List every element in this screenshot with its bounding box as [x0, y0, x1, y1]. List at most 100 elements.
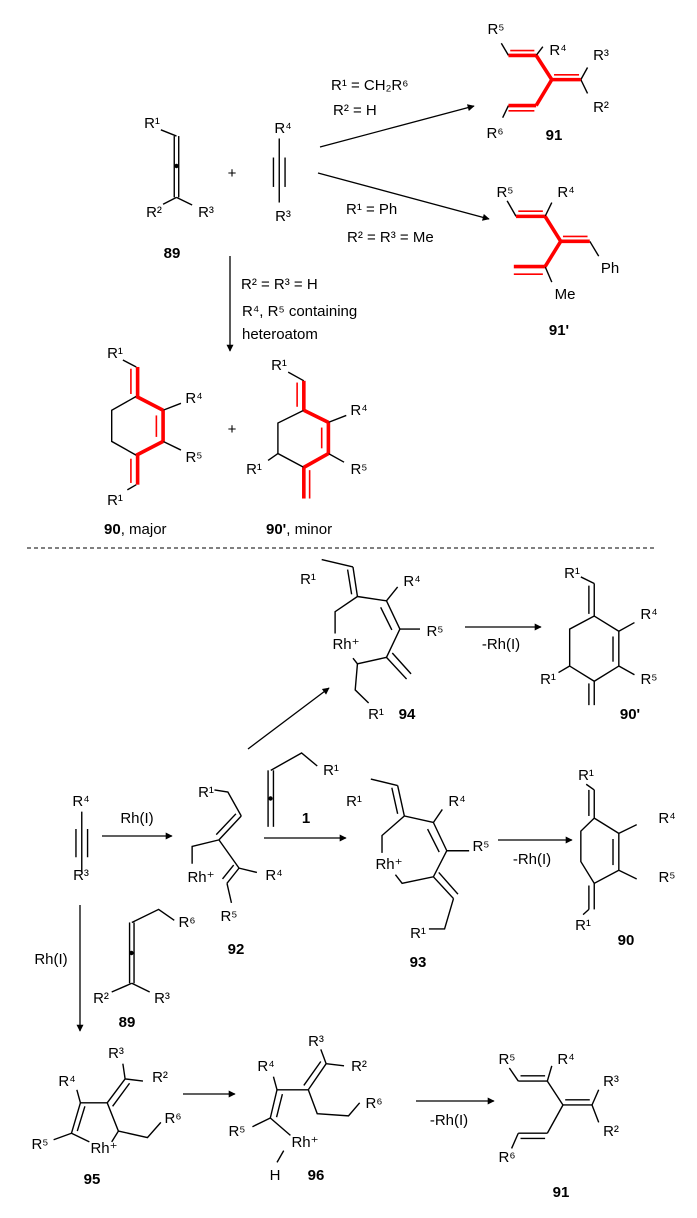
compound-label-95: 95 [84, 1171, 101, 1188]
alkyne-structure [273, 138, 285, 202]
p91-r5: R⁵ [487, 21, 504, 38]
i92-r5: R⁵ [220, 908, 237, 925]
compound-label-90-prime: 90' [266, 521, 286, 538]
p90-r4: R⁴ [185, 390, 202, 407]
product-90-prime-structure [268, 372, 346, 498]
b-alkyne-r4: R⁴ [72, 793, 89, 810]
condition-90-line2: R⁴, R⁵ containing [242, 303, 357, 320]
compound-label-94: 94 [399, 706, 416, 723]
compound-label-90-major: 90, major [104, 521, 167, 538]
b89-r2: R² [93, 990, 109, 1007]
b-alkyne-r3: R³ [73, 867, 89, 884]
major-note: , major [121, 521, 167, 538]
i95-r5: R⁵ [31, 1136, 48, 1153]
i92-r1: R¹ [198, 784, 214, 801]
p90-r1-top: R¹ [107, 345, 123, 362]
p90p-r4: R⁴ [350, 402, 367, 419]
compound-label-89-bottom: 89 [119, 1014, 136, 1031]
b90-r1-top: R¹ [578, 767, 594, 784]
compound-label-1: 1 [302, 810, 310, 827]
b91-r3: R³ [603, 1073, 619, 1090]
intermediate-95-structure [54, 1064, 161, 1142]
compound-label-92: 92 [228, 941, 245, 958]
condition-91p-line1: R¹ = Ph [346, 201, 397, 218]
allene-89-r3: R³ [198, 204, 214, 221]
arrow-to-91 [319, 104, 475, 148]
b90-r1-bottom: R¹ [575, 917, 591, 934]
p91-r3: R³ [593, 47, 609, 64]
allene-1-structure [268, 753, 317, 827]
p91-r6: R⁶ [486, 125, 503, 142]
i96-h: H [270, 1167, 281, 1184]
i93-r5: R⁵ [472, 838, 489, 855]
b91-r2: R² [603, 1123, 619, 1140]
b89-r3: R³ [154, 990, 170, 1007]
compound-label-91: 91 [546, 127, 563, 144]
i92-r4: R⁴ [265, 867, 282, 884]
i94-r1-top: R¹ [300, 571, 316, 588]
p91p-ph: Ph [601, 260, 619, 277]
i96-rh: Rh⁺ [291, 1134, 318, 1151]
i94-r1-bottom: R¹ [368, 706, 384, 723]
i95-r3: R³ [108, 1045, 124, 1062]
product-90-structure [112, 360, 181, 490]
p91p-r4: R⁴ [557, 184, 574, 201]
b90-r5: R⁵ [658, 869, 675, 886]
rh-catalyst-label-1: Rh(I) [120, 810, 153, 827]
compound-label-90-bottom: 90 [618, 932, 635, 949]
condition-91-line1: R¹ = CH₂R⁶ [331, 77, 408, 94]
alkyne-r4: R⁴ [274, 120, 291, 137]
rh-catalyst-label-2: Rh(I) [34, 951, 67, 968]
p91-r4: R⁴ [549, 42, 566, 59]
b90p-r5: R⁵ [640, 671, 657, 688]
product-91-structure [501, 43, 587, 117]
i94-rh: Rh⁺ [332, 636, 359, 653]
minor-note: , minor [286, 521, 332, 538]
condition-90-line3: heteroatom [242, 326, 318, 343]
condition-90-line1: R² = R³ = H [241, 276, 318, 293]
allene-center-dot [174, 163, 179, 169]
i96-r4: R⁴ [257, 1058, 274, 1075]
arrow-to-91-prime [317, 172, 490, 221]
compound-label-90-prime-bottom: 90' [620, 706, 640, 723]
intermediate-94-structure [322, 560, 420, 703]
b91-r5: R⁵ [498, 1051, 515, 1068]
b90p-r1-top: R¹ [564, 565, 580, 582]
plus-sign: + [228, 165, 237, 182]
i93-r1-bottom: R¹ [410, 925, 426, 942]
p90p-r1-top: R¹ [271, 357, 287, 374]
compound-label-89: 89 [164, 245, 181, 262]
condition-91p-line2: R² = R³ = Me [347, 229, 434, 246]
compound-label-91-prime: 91' [549, 322, 569, 339]
plus-sign-2: + [228, 421, 237, 438]
i96-r2: R² [351, 1058, 367, 1075]
allene-89-center-dot [129, 950, 134, 956]
compound-label-90-prime-minor: 90', minor [266, 521, 332, 538]
top-bonds [112, 43, 599, 498]
product-91-bottom-structure [509, 1066, 598, 1149]
p91p-r5: R⁵ [496, 184, 513, 201]
allene-1-r1: R¹ [323, 762, 339, 779]
bottom-bonds [54, 560, 637, 1163]
p90p-r1-bottom: R¹ [246, 461, 262, 478]
intermediate-96-structure [252, 1049, 359, 1162]
allene-89-structure [161, 130, 192, 205]
alkyne-r3: R³ [275, 208, 291, 225]
p90-r5: R⁵ [185, 449, 202, 466]
i96-r6: R⁶ [365, 1095, 382, 1112]
i95-r6: R⁶ [164, 1110, 181, 1127]
b91-r4: R⁴ [557, 1051, 574, 1068]
b90p-r4: R⁴ [640, 606, 657, 623]
elimination-label-96: -Rh(I) [430, 1112, 468, 1129]
arrow-92-to-94 [247, 687, 330, 750]
intermediate-92-structure [192, 790, 257, 903]
compound-label-91-bottom: 91 [553, 1184, 570, 1201]
allene-1-center-dot [268, 796, 273, 801]
i95-r4: R⁴ [58, 1073, 75, 1090]
p90-r1-bottom: R¹ [107, 492, 123, 509]
b90-r4: R⁴ [658, 810, 675, 827]
elimination-label-94: -Rh(I) [482, 636, 520, 653]
i96-r3: R³ [308, 1033, 324, 1050]
i94-r4: R⁴ [403, 573, 420, 590]
